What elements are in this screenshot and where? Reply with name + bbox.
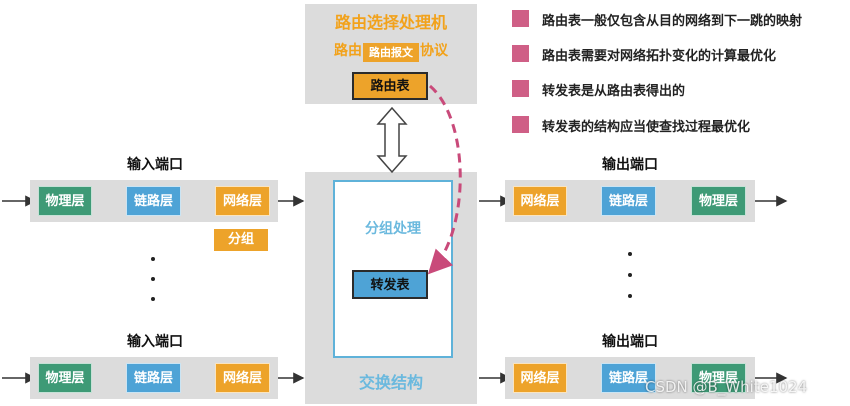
ellipsis-dot	[151, 297, 155, 301]
ellipsis-dot	[151, 277, 155, 281]
routing-table-box: 路由表	[352, 72, 428, 100]
input-network-layer-top: 网络层	[215, 186, 270, 216]
legend-item: 路由表需要对网络拓扑变化的计算最优化	[542, 49, 777, 64]
input-port-label-top: 输入端口	[127, 157, 183, 173]
input-physical-layer-bottom: 物理层	[38, 363, 92, 393]
ellipsis-dot	[628, 294, 632, 298]
input-network-layer-bottom: 网络层	[215, 363, 270, 393]
legend-marker-icon	[512, 116, 529, 133]
switch-fabric-caption: 交换结构	[358, 373, 423, 392]
input-physical-layer-top: 物理层	[38, 186, 92, 216]
output-port-label-top: 输出端口	[602, 157, 658, 173]
double-arrow-icon	[376, 106, 408, 174]
ellipsis-dot	[628, 273, 632, 277]
legend-marker-icon	[512, 80, 529, 97]
output-network-layer-top: 网络层	[513, 186, 567, 216]
watermark: CSDN @B_White1024	[645, 378, 808, 396]
output-port-label-bottom: 输出端口	[602, 334, 658, 350]
forwarding-table-box: 转发表	[352, 270, 428, 299]
output-physical-layer-top: 物理层	[691, 186, 746, 216]
packet-processing-label: 分组处理	[365, 221, 421, 237]
legend-marker-icon	[512, 45, 529, 62]
routing-protocol-prefix: 路由	[334, 43, 362, 59]
output-physical-layer-bottom: 物理层	[691, 363, 746, 393]
output-network-layer-bottom: 网络层	[513, 363, 567, 393]
routing-processor-title: 路由选择处理机	[334, 13, 447, 32]
ellipsis-dot	[151, 257, 155, 261]
legend-item: 路由表一般仅包含从目的网络到下一跳的映射	[542, 14, 803, 29]
output-link-layer-top: 链路层	[601, 186, 656, 216]
packet-label: 分组	[214, 229, 268, 251]
routing-packet-tag: 路由报文	[363, 43, 419, 62]
input-port-label-bottom: 输入端口	[127, 334, 183, 350]
switch-fabric-inner	[333, 180, 453, 358]
routing-protocol-label: 路由 协议	[305, 40, 477, 60]
ellipsis-dot	[628, 252, 632, 256]
legend-marker-icon	[512, 10, 529, 27]
input-link-layer-top: 链路层	[126, 186, 181, 216]
legend-item: 转发表是从路由表得出的	[542, 84, 686, 99]
output-link-layer-bottom: 链路层	[601, 363, 656, 393]
routing-protocol-suffix: 协议	[420, 43, 448, 59]
legend-item: 转发表的结构应当使查找过程最优化	[542, 120, 751, 135]
input-link-layer-bottom: 链路层	[126, 363, 181, 393]
